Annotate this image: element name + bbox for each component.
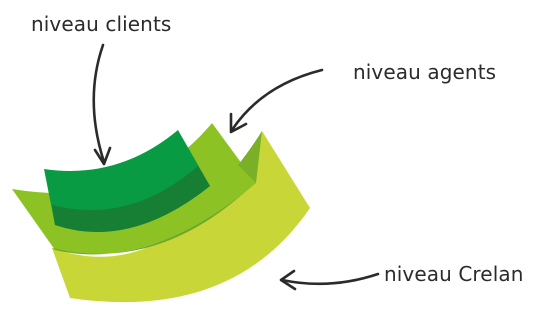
label-niveau-clients: niveau clients [31,12,172,36]
arrow-crelan [280,272,380,286]
arrow-agents-head [229,112,248,134]
label-niveau-crelan: niveau Crelan [384,262,524,286]
overlap-agents-crelan-tip [238,131,262,183]
arrow-clients [92,43,106,164]
arrow-clients-head [93,146,112,166]
arrow-agents [230,68,324,132]
label-niveau-agents: niveau agents [353,60,497,84]
overlap-clients-agents [52,166,210,233]
arrow-crelan-head [279,269,297,291]
